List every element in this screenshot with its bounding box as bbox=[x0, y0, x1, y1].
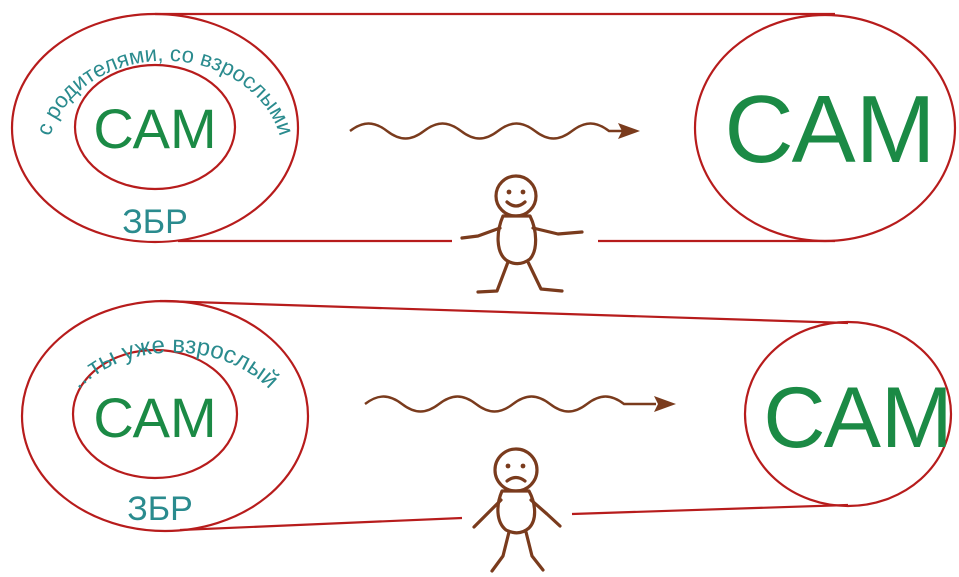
bottom-zone-label: ЗБР bbox=[127, 490, 193, 528]
bottom-arc-textpath: ...ты уже взрослый bbox=[64, 331, 284, 394]
bottom-arc-text: ...ты уже взрослый bbox=[64, 331, 284, 394]
bottom-band-lower-line-left bbox=[180, 518, 462, 530]
top-scenario: САМ ЗБР с родителями, со взрослыми САМ bbox=[12, 14, 955, 292]
bottom-band-upper-line bbox=[160, 301, 848, 323]
bottom-inner-label: САМ bbox=[93, 386, 216, 449]
top-wavy-arrow bbox=[350, 124, 622, 139]
top-target-label: САМ bbox=[724, 76, 935, 183]
bottom-arrowhead-icon bbox=[654, 396, 676, 412]
top-happy-child-figure-icon bbox=[462, 176, 582, 292]
bottom-band-lower-line-right bbox=[572, 505, 848, 514]
bottom-scenario: САМ ЗБР ...ты уже взрослый САМ bbox=[22, 301, 953, 571]
bottom-sad-child-figure-icon bbox=[474, 449, 560, 571]
bottom-wavy-arrow bbox=[365, 397, 656, 412]
bottom-target-label: САМ bbox=[763, 370, 952, 466]
top-inner-label: САМ bbox=[93, 97, 216, 160]
top-zone-label: ЗБР bbox=[122, 203, 188, 241]
